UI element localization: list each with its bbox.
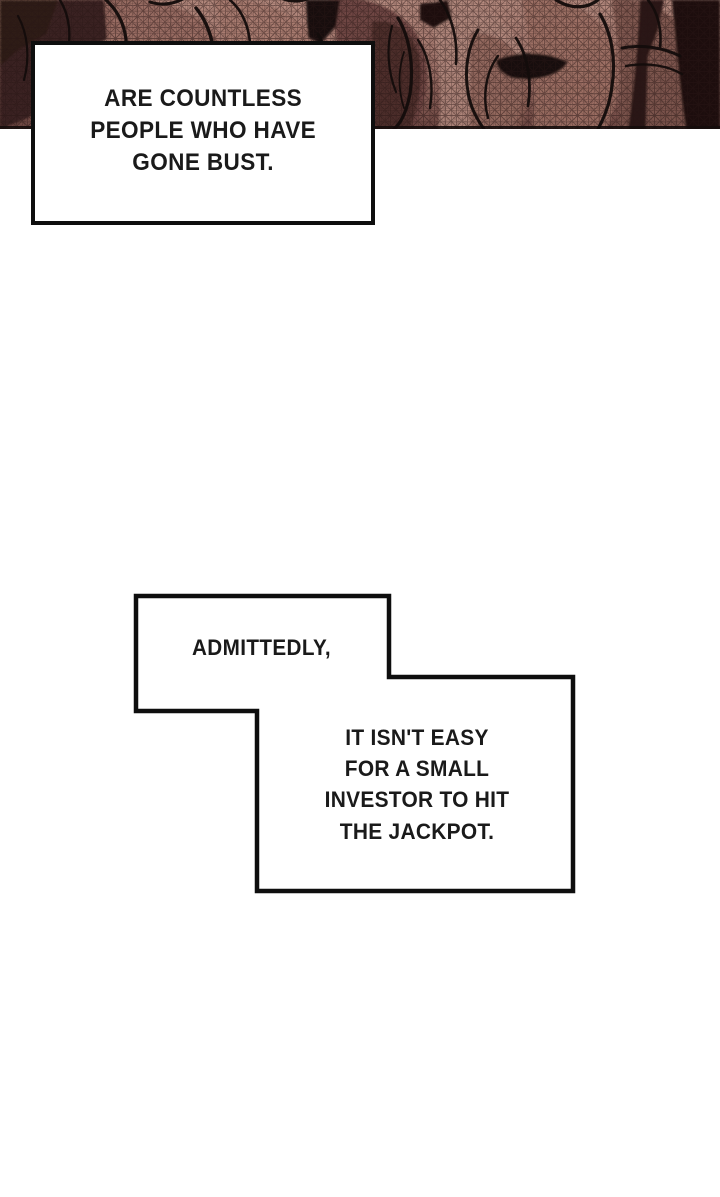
speech-bubble-2-segment-1-text: ADMITTEDLY, — [192, 635, 331, 660]
speech-bubble-2-segment-2-text: IT ISN'T EASY FOR A SMALL INVESTOR TO HI… — [324, 725, 510, 844]
speech-bubble-2: ADMITTEDLY, IT ISN'T EASY FOR A SMALL IN… — [132, 592, 580, 899]
speech-bubble-1: ARE COUNTLESS PEOPLE WHO HAVE GONE BUST. — [31, 41, 375, 225]
speech-bubble-1-text: ARE COUNTLESS PEOPLE WHO HAVE GONE BUST. — [90, 85, 316, 176]
speech-bubble-2-outline — [133, 593, 576, 894]
